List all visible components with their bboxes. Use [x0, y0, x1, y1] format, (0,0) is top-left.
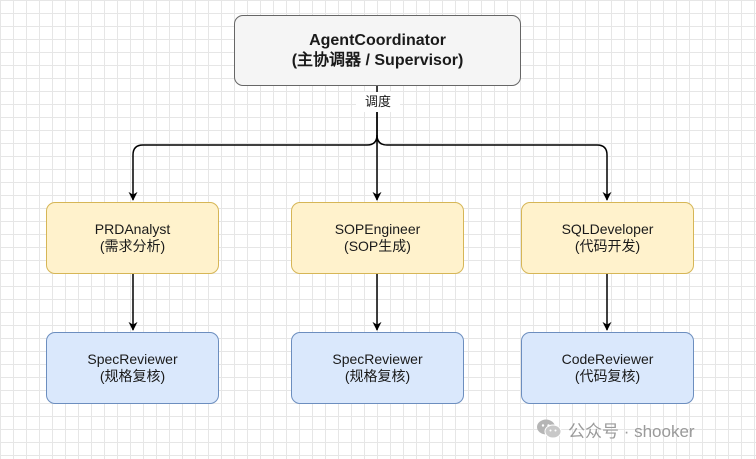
- sql-developer-node[interactable]: SQLDeveloper (代码开发): [521, 202, 694, 274]
- node-subtitle: (代码开发): [574, 238, 641, 254]
- node-title: AgentCoordinator: [309, 31, 446, 49]
- edge-root-to-sqldeveloper: [376, 134, 612, 201]
- node-subtitle: (需求分析): [99, 238, 166, 254]
- prd-analyst-node[interactable]: PRDAnalyst (需求分析): [46, 202, 219, 274]
- node-subtitle: (代码复核): [574, 368, 641, 384]
- node-subtitle: (主协调器 / Supervisor): [291, 51, 464, 69]
- edge-root-trunk: [128, 86, 378, 201]
- code-reviewer-node[interactable]: CodeReviewer (代码复核): [521, 332, 694, 404]
- node-title: SpecReviewer: [332, 351, 423, 367]
- node-subtitle: (规格复核): [344, 368, 411, 384]
- dispatch-label: 调度: [356, 92, 400, 112]
- watermark: 公众号 · shooker: [536, 416, 695, 442]
- spec-reviewer-node-1[interactable]: SpecReviewer (规格复核): [46, 332, 219, 404]
- agent-coordinator-node[interactable]: AgentCoordinator (主协调器 / Supervisor): [234, 15, 521, 86]
- node-subtitle: (SOP生成): [344, 238, 411, 254]
- node-title: SOPEngineer: [334, 221, 421, 237]
- wechat-icon: [537, 419, 562, 439]
- node-title: SpecReviewer: [87, 351, 178, 367]
- spec-reviewer-node-2[interactable]: SpecReviewer (规格复核): [291, 332, 464, 404]
- node-title: SQLDeveloper: [561, 221, 654, 237]
- node-title: PRDAnalyst: [94, 221, 171, 237]
- sop-engineer-node[interactable]: SOPEngineer (SOP生成): [291, 202, 464, 274]
- watermark-text: 公众号 · shooker: [568, 421, 695, 441]
- node-title: CodeReviewer: [561, 351, 654, 367]
- node-subtitle: (规格复核): [99, 368, 166, 384]
